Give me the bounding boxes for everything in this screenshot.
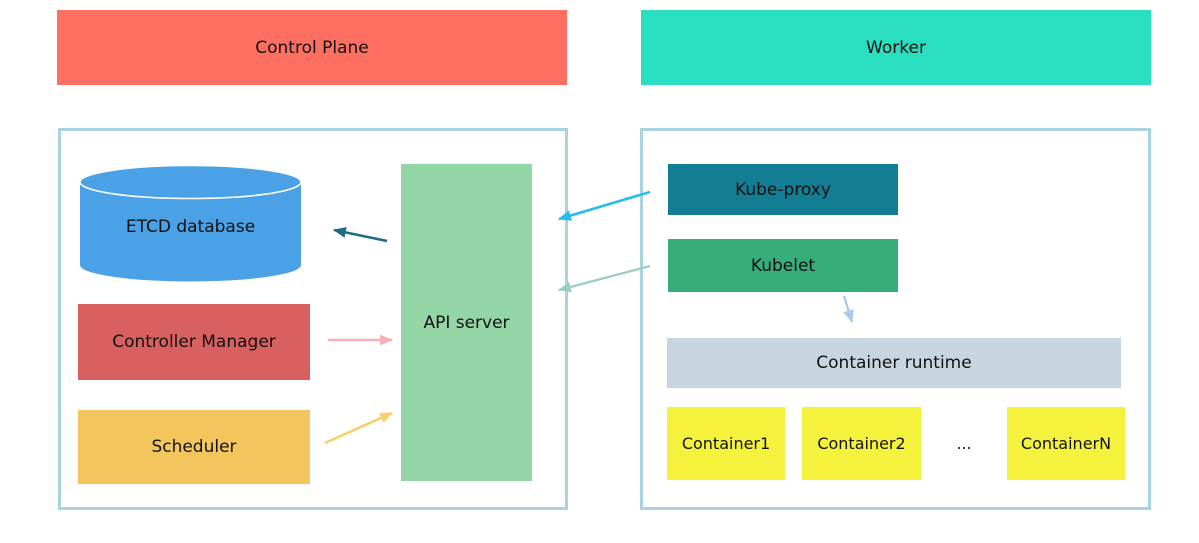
api-server-box: API server: [401, 164, 532, 481]
container1-box: Container1: [667, 407, 785, 480]
kubelet-box: Kubelet: [668, 239, 898, 292]
containerN-label: ContainerN: [1020, 434, 1112, 453]
kube-proxy-label: Kube-proxy: [735, 179, 831, 200]
api-server-label: API server: [423, 312, 510, 333]
container1-label: Container1: [681, 434, 771, 453]
container-runtime-box: Container runtime: [667, 338, 1121, 388]
arrow-kubelet-to-api-server: [557, 264, 651, 293]
containers-ellipsis: ...: [956, 434, 972, 453]
scheduler-label: Scheduler: [151, 437, 237, 457]
worker-header-label: Worker: [866, 37, 926, 58]
etcd-database-cylinder: ETCD database: [79, 164, 302, 282]
cylinder-shape: [79, 164, 302, 282]
container-runtime-label: Container runtime: [816, 353, 972, 373]
kube-proxy-box: Kube-proxy: [668, 164, 898, 215]
containerN-box: ContainerN: [1007, 407, 1125, 480]
container2-box: Container2: [802, 407, 921, 480]
control-plane-header-label: Control Plane: [255, 37, 369, 58]
controller-manager-box: Controller Manager: [78, 304, 310, 380]
controller-manager-label: Controller Manager: [112, 332, 276, 352]
kubelet-label: Kubelet: [750, 255, 816, 276]
container2-label: Container2: [817, 434, 906, 453]
control-plane-header: Control Plane: [57, 10, 567, 85]
arrow-kube-proxy-to-api-server: [557, 190, 651, 221]
etcd-database-label: ETCD database: [125, 217, 256, 237]
scheduler-box: Scheduler: [78, 410, 310, 484]
worker-header: Worker: [641, 10, 1151, 85]
